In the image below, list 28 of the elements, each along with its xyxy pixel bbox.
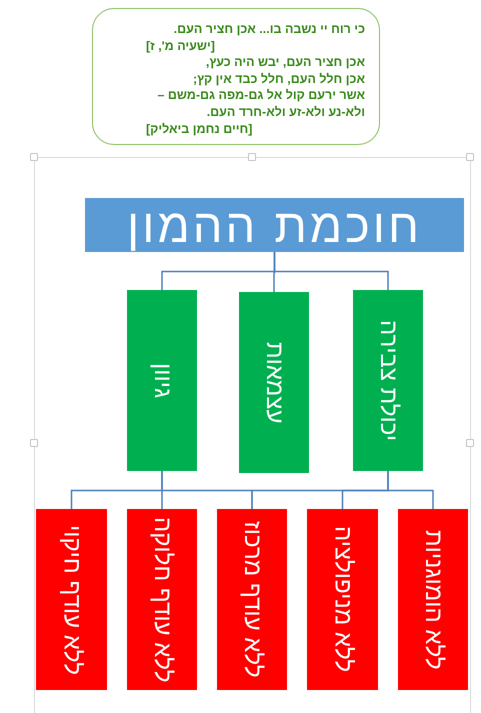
category-box: [353, 290, 423, 471]
quote-line: ולא-נע ולא-זע ולא-חרד העם.: [206, 104, 365, 121]
citation-text: [ישעיה מ', ז]: [146, 38, 215, 54]
category-box: [239, 292, 309, 473]
condition-box: [127, 509, 197, 690]
condition-box: [398, 509, 468, 690]
quote-line: אכן חלל העם, חלל כבד אין קץ;: [192, 72, 365, 88]
title-banner: [85, 198, 464, 252]
quote-line: כי רוח יי נשבה בו... אכן חציר העם.: [174, 22, 365, 38]
vertical-label: ללא מניפולציה: [330, 526, 354, 673]
vertical-label: גיוון: [150, 362, 174, 398]
vertical-label: ללא עודף מרכוז: [240, 521, 264, 678]
quote-box: [92, 8, 380, 145]
quote-line: אשר ירעם קול אל גם-מפה גם-משם –: [157, 88, 365, 104]
condition-box: [217, 509, 287, 690]
citation-text: [חיים נחמן ביאליק]: [146, 122, 252, 138]
vertical-label: יכולת צבירה: [376, 320, 400, 442]
quote-line: אכן חציר העם, יבש היה כעץ,: [206, 55, 365, 71]
vertical-label: ללא הומוגניות: [421, 530, 445, 670]
category-box: [127, 290, 197, 471]
vertical-label: עצמאות: [262, 342, 286, 424]
connector-line: [70, 471, 163, 509]
vertical-label: ללא עודף חיקוי: [60, 524, 84, 674]
condition-box: [36, 509, 107, 690]
vertical-label: ללא עודף חלוקה: [150, 516, 174, 682]
condition-box: [307, 509, 378, 690]
title-text: חוכמת ההמון: [127, 202, 422, 248]
connector-line: [161, 252, 276, 290]
